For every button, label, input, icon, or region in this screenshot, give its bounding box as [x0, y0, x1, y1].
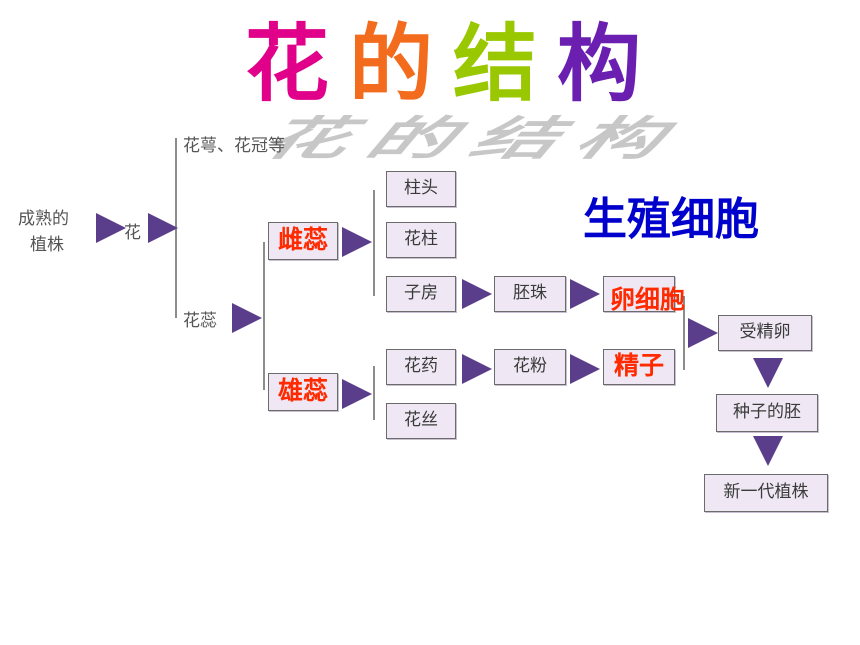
pollen-box: 花粉	[494, 349, 566, 385]
ovule-box: 胚珠	[494, 276, 566, 312]
filament-box: 花丝	[386, 403, 456, 439]
mature-plant-label-2: 植株	[30, 235, 64, 255]
sperm-label: 精子	[613, 351, 664, 380]
zygote-box: 受精卵	[718, 315, 812, 351]
style-box: 花柱	[386, 222, 456, 258]
ovary-box: 子房	[386, 276, 456, 312]
seed-embryo-box: 种子的胚	[716, 394, 818, 432]
page-title: 花 的 结 构 花 的 结 构	[245, 14, 692, 165]
flower-label: 花	[124, 223, 141, 243]
anther-box: 花药	[386, 349, 456, 385]
egg-cell-label: 卵细胞	[610, 285, 686, 314]
title-char: 的	[349, 14, 434, 113]
title-char: 结	[453, 14, 538, 113]
pistil-label: 雌蕊	[277, 225, 328, 254]
pistil-box: 雌蕊	[268, 222, 338, 260]
stigma-box: 柱头	[386, 171, 456, 207]
stamen-box: 雄蕊	[268, 373, 338, 411]
title-char: 花	[245, 14, 330, 113]
mature-plant-label-1: 成熟的	[18, 209, 69, 229]
title-char: 构	[557, 14, 642, 113]
egg-cell-box	[603, 276, 675, 312]
sepal-corolla-label: 花萼、花冠等	[183, 136, 285, 156]
sperm-box: 精子	[603, 349, 675, 385]
stamen-label: 雄蕊	[277, 376, 328, 405]
new-plant-box: 新一代植株	[704, 474, 828, 512]
stamen-pistil-label: 花蕊	[183, 311, 217, 331]
subtitle-label: 生殖细胞	[583, 194, 759, 245]
